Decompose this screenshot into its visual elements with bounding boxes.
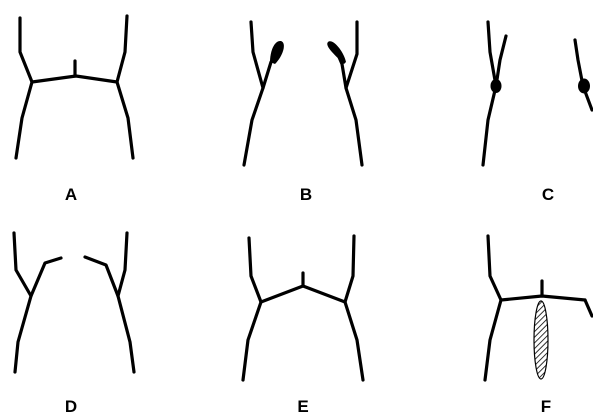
panel-d-label: D <box>65 397 77 414</box>
panel-f: F <box>485 236 592 414</box>
panel-d-left-arc <box>31 258 61 296</box>
panel-a-right-outline <box>117 16 133 158</box>
panel-b-left-outline <box>244 22 263 165</box>
panel-d-right-arc <box>85 257 118 296</box>
panel-c-label: C <box>542 185 554 204</box>
panel-d-left-outline <box>14 233 31 372</box>
panel-a-left-outline <box>16 18 32 158</box>
panel-e-right-outline <box>345 236 363 380</box>
panel-b-left-blob <box>270 41 284 64</box>
panel-b-right-blob <box>327 41 346 64</box>
panel-c-left-branch <box>496 36 506 86</box>
panel-c-left-node <box>491 79 502 93</box>
panel-b: B <box>244 22 362 204</box>
panel-c-right-node <box>578 79 590 94</box>
panel-c-left-outline <box>483 22 496 165</box>
panel-c-right-outline <box>575 40 592 110</box>
panel-e: E <box>243 236 363 414</box>
panel-a-label: A <box>65 185 77 204</box>
panel-f-right-outline <box>585 300 592 316</box>
panel-e-label: E <box>297 397 308 414</box>
panel-f-left-outline <box>485 236 501 380</box>
panel-e-left-outline <box>243 238 261 380</box>
panel-b-label: B <box>300 185 312 204</box>
panel-d-right-outline <box>118 233 134 372</box>
panel-b-right-outline <box>346 22 362 165</box>
panel-d: D <box>14 233 134 414</box>
panel-a: A <box>16 16 133 204</box>
panel-f-label: F <box>541 397 551 414</box>
panel-c: C <box>483 22 592 204</box>
panel-e-crossbar <box>261 286 345 302</box>
panel-f-hatched-ellipse <box>534 301 548 379</box>
